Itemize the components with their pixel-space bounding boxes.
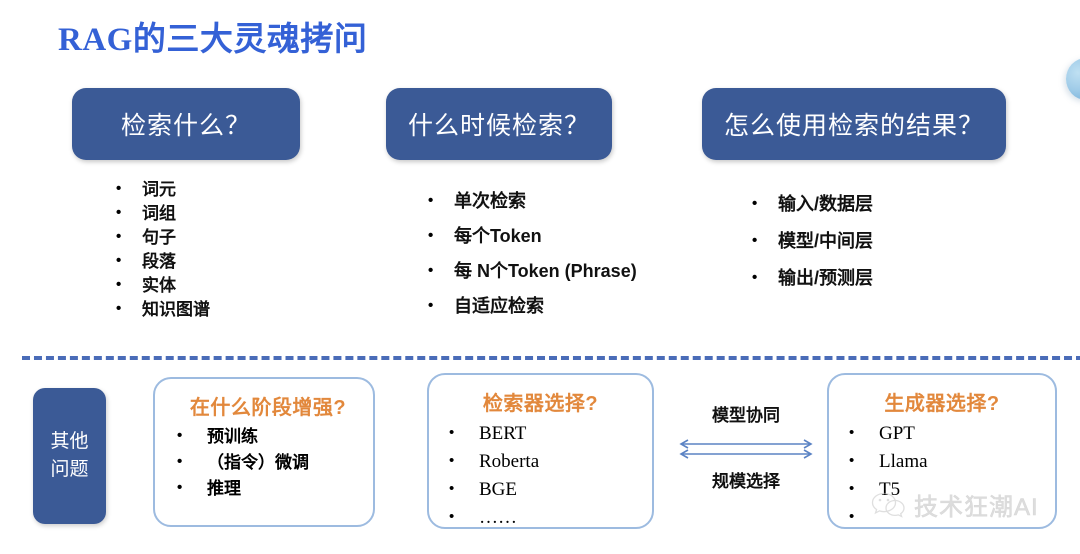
card-title: 检索器选择? (482, 393, 599, 415)
bullet-column-retrieve-what: 词元 词组 句子 段落 实体 知识图谱 (112, 177, 210, 322)
list-item: 自适应检索 (424, 288, 637, 324)
question-pill-label: 检索什么？ (120, 112, 251, 140)
bullet-column-how-use-results: 输入/数据层 模型/中间层 输出/预测层 (748, 185, 873, 297)
page-title: RAG的三大灵魂拷问 (58, 22, 368, 58)
double-arrow-icon-bottom (679, 449, 813, 459)
list-item: Roberta (429, 447, 652, 476)
card-generator-choice[interactable]: 生成器选择? GPT Llama T5 (827, 373, 1057, 531)
list-item: 实体 (112, 273, 210, 298)
list-item: 句子 (112, 225, 210, 250)
list-item: 词组 (112, 201, 210, 226)
other-questions-label-line1: 其他 (50, 431, 89, 452)
bullet-list: BERT Roberta BGE …… (429, 419, 652, 532)
other-questions-pill[interactable]: 其他 问题 (33, 388, 106, 524)
bullet-list: 预训练 （指令）微调 推理 (155, 423, 373, 502)
question-pill-how-use-results[interactable]: 怎么使用检索的结果？ (702, 88, 1006, 160)
list-item: GPT (829, 419, 1055, 448)
decorative-circle (1066, 58, 1080, 100)
list-item: 预训练 (155, 423, 373, 450)
card-augmentation-stage[interactable]: 在什么阶段增强? 预训练 （指令）微调 推理 (153, 377, 375, 527)
bullet-list: 输入/数据层 模型/中间层 输出/预测层 (748, 185, 873, 297)
list-item: 模型/中间层 (748, 222, 873, 260)
question-pill-label: 怎么使用检索的结果？ (723, 112, 984, 140)
card-title: 生成器选择? (884, 393, 1000, 415)
question-pill-label: 什么时候检索？ (407, 112, 590, 140)
dashed-divider (22, 356, 1080, 360)
list-item: 每个Token (424, 218, 637, 254)
bullet-column-when-retrieve: 单次检索 每个Token 每 N个Token (Phrase) 自适应检索 (424, 183, 637, 324)
list-item: BERT (429, 419, 652, 448)
bullet-list: GPT Llama T5 (829, 419, 1055, 531)
arrow-label-scale-choice: 规模选择 (712, 472, 780, 491)
other-questions-label-line2: 问题 (50, 459, 89, 480)
list-item: 单次检索 (424, 183, 637, 219)
list-item: 段落 (112, 249, 210, 274)
question-pill-when-retrieve[interactable]: 什么时候检索？ (386, 88, 612, 160)
double-arrow-icon-top (679, 439, 813, 449)
bullet-list: 单次检索 每个Token 每 N个Token (Phrase) 自适应检索 (424, 183, 637, 324)
list-item: 输出/预测层 (748, 259, 873, 297)
list-item: T5 (829, 475, 1055, 504)
list-item: （指令）微调 (155, 449, 373, 476)
model-relation-arrows: 模型协同 规模选择 (672, 405, 820, 493)
bullet-list: 词元 词组 句子 段落 实体 知识图谱 (112, 177, 210, 322)
card-retriever-choice[interactable]: 检索器选择? BERT Roberta BGE …… (427, 373, 654, 532)
list-item: 知识图谱 (112, 297, 210, 322)
list-item: Llama (829, 447, 1055, 476)
list-item: BGE (429, 475, 652, 504)
arrow-label-model-collaboration: 模型协同 (712, 406, 780, 425)
list-item: 词元 (112, 177, 210, 202)
question-pill-retrieve-what[interactable]: 检索什么？ (72, 88, 300, 160)
card-title: 在什么阶段增强? (189, 397, 347, 419)
list-item: 输入/数据层 (748, 185, 873, 223)
list-item: …… (429, 503, 652, 532)
list-item: 每 N个Token (Phrase) (424, 253, 637, 289)
list-item: 推理 (155, 475, 373, 502)
